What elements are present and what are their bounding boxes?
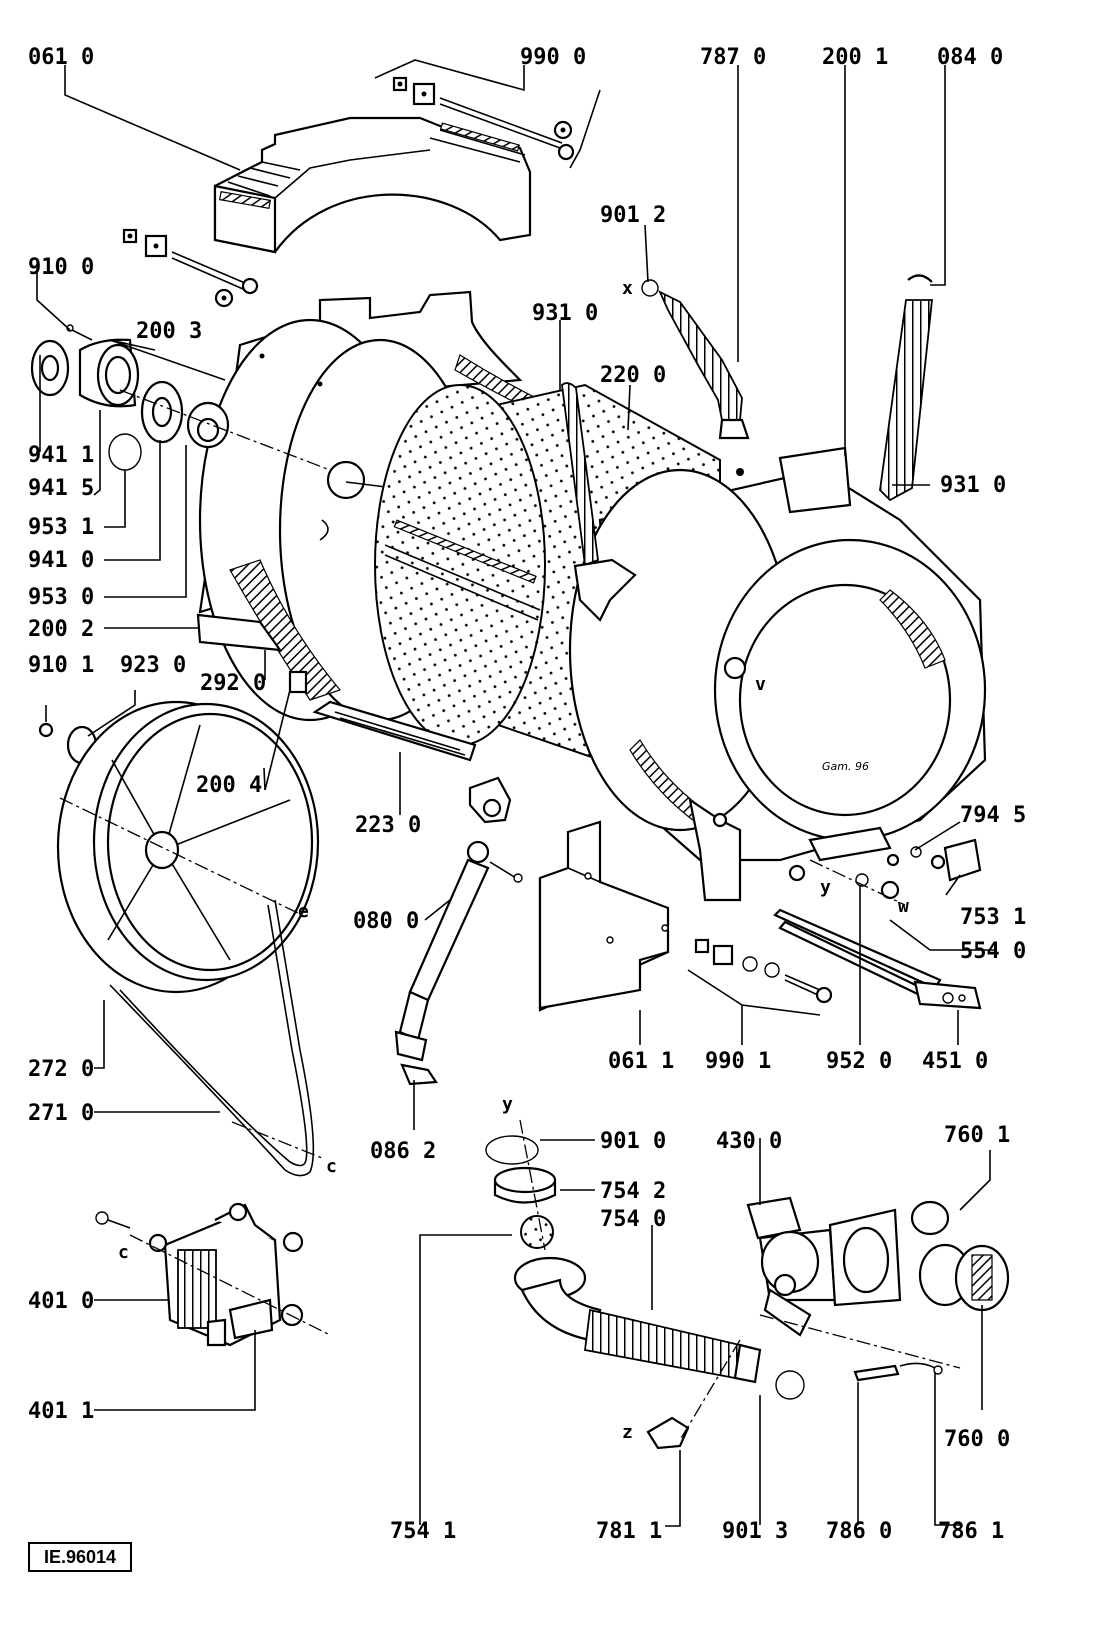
top-counterweight-fasteners [122, 76, 575, 308]
connection-letter-c-motor: c [118, 1242, 129, 1263]
part-label-923-0: 923 0 [120, 653, 186, 678]
part-label-794-5: 794 5 [960, 803, 1026, 828]
part-label-753-1: 753 1 [960, 905, 1026, 930]
part-label-401-0: 401 0 [28, 1289, 94, 1314]
part-label-223-0: 223 0 [355, 813, 421, 838]
part-label-760-0: 760 0 [944, 1427, 1010, 1452]
bearing-assembly-drawing [30, 324, 331, 471]
drive-motor-drawing [95, 1202, 331, 1347]
part-label-953-0: 953 0 [28, 585, 94, 610]
connection-letter-c-belt: c [326, 1156, 337, 1177]
small-clip-drawing [288, 670, 308, 694]
front-tub-drawing [568, 446, 987, 902]
connection-letter-e: e [298, 901, 309, 922]
document-id-box: IE.96014 [28, 1542, 132, 1572]
part-label-941-5: 941 5 [28, 476, 94, 501]
connection-letter-w: w [898, 896, 909, 917]
sump-hose-drawing [485, 1119, 762, 1384]
part-label-901-2: 901 2 [600, 203, 666, 228]
part-label-760-1: 760 1 [944, 1123, 1010, 1148]
part-label-941-0: 941 0 [28, 548, 94, 573]
part-label-271-0: 271 0 [28, 1101, 94, 1126]
part-label-754-2: 754 2 [600, 1179, 666, 1204]
part-label-401-1: 401 1 [28, 1399, 94, 1424]
part-label-754-0: 754 0 [600, 1207, 666, 1232]
connection-letters: x v y w e c c y z [118, 278, 909, 1443]
drum-pulley-drawing [56, 700, 320, 994]
part-label-451-0: 451 0 [922, 1049, 988, 1074]
connection-letter-y-upper: y [820, 877, 831, 898]
part-label-781-1: 781 1 [596, 1519, 662, 1544]
part-label-200-2: 200 2 [28, 617, 94, 642]
part-label-430-0: 430 0 [716, 1129, 782, 1154]
connection-letter-v: v [755, 674, 766, 695]
connection-letter-z: z [622, 1422, 633, 1443]
drawing-signature: Gam. 96 [822, 760, 869, 773]
part-label-910-1: 910 1 [28, 653, 94, 678]
part-label-786-0: 786 0 [826, 1519, 892, 1544]
heating-element-drawing [773, 908, 982, 1010]
part-label-086-2: 086 2 [370, 1139, 436, 1164]
left-bellows-hose-drawing [561, 382, 637, 622]
part-label-080-0: 080 0 [353, 909, 419, 934]
part-label-941-1: 941 1 [28, 443, 94, 468]
drain-pump-drawing [646, 1196, 1010, 1450]
part-label-084-0: 084 0 [937, 45, 1003, 70]
part-label-220-0: 220 0 [600, 363, 666, 388]
part-label-292-0: 292 0 [200, 671, 266, 696]
part-label-787-0: 787 0 [700, 45, 766, 70]
part-label-200-3: 200 3 [136, 319, 202, 344]
drum-lifter-drawing [312, 700, 477, 762]
part-label-901-0: 901 0 [600, 1129, 666, 1154]
sensor-parts-drawing [808, 826, 982, 906]
front-counterweight-drawing [538, 820, 670, 1012]
right-bellows-hose-drawing [879, 274, 934, 502]
part-label-061-1: 061 1 [608, 1049, 674, 1074]
part-label-786-1: 786 1 [938, 1519, 1004, 1544]
top-counterweight-drawing [213, 116, 532, 254]
part-label-952-0: 952 0 [826, 1049, 892, 1074]
shock-absorber-drawing [394, 776, 523, 1086]
upper-hose-drawing [641, 279, 750, 440]
connection-letter-y-lower: y [502, 1094, 513, 1115]
part-label-990-0: 990 0 [520, 45, 586, 70]
drive-belt-drawing [109, 899, 323, 1177]
part-label-554-0: 554 0 [960, 939, 1026, 964]
part-label-754-1: 754 1 [390, 1519, 456, 1544]
part-label-931-0-left: 931 0 [532, 301, 598, 326]
front-counterweight-fasteners [694, 938, 833, 1004]
part-label-200-4: 200 4 [196, 773, 262, 798]
part-number-labels: 061 0 990 0 787 0 200 1 084 0 901 2 910 … [28, 45, 1026, 1544]
part-label-200-1: 200 1 [822, 45, 888, 70]
leader-lines [36, 59, 995, 1527]
part-label-272-0: 272 0 [28, 1057, 94, 1082]
part-label-901-3: 901 3 [722, 1519, 788, 1544]
part-label-953-1: 953 1 [28, 515, 94, 540]
part-label-931-0-right: 931 0 [940, 473, 1006, 498]
part-label-990-1: 990 1 [705, 1049, 771, 1074]
part-label-061-0: 061 0 [28, 45, 94, 70]
connection-letter-x: x [622, 278, 633, 299]
part-label-910-0: 910 0 [28, 255, 94, 280]
